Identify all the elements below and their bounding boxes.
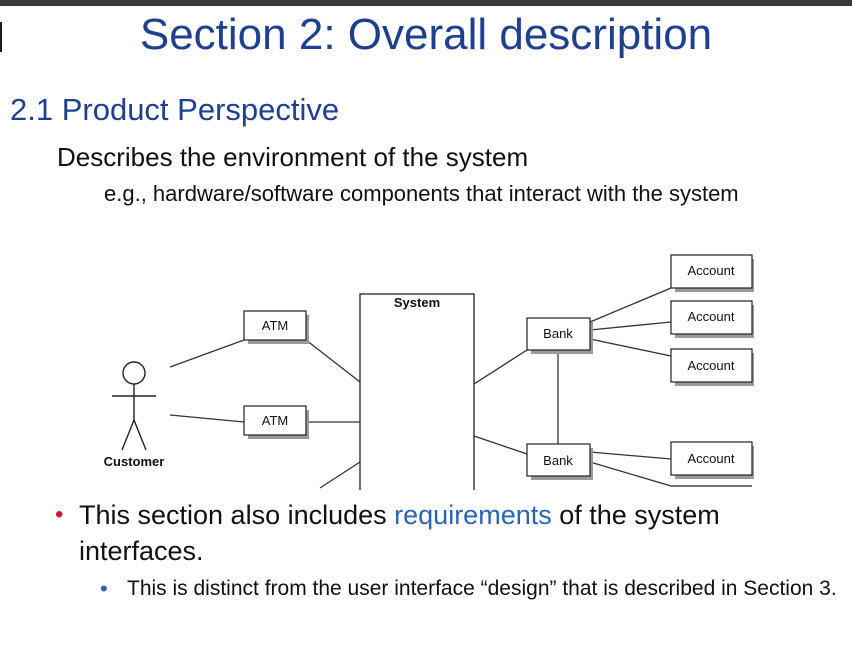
bullet-main-after: of the system interfaces.: [79, 500, 720, 566]
connector-lines: [169, 287, 672, 489]
atm-label: ATM: [262, 318, 288, 333]
example-text: e.g., hardware/software components that …: [104, 181, 739, 206]
bullet-sub-dot-icon: •: [100, 576, 108, 601]
bullet-sub-text: This is distinct from the user interface…: [127, 577, 837, 600]
requirements-highlight: requirements: [394, 500, 552, 530]
system-label: System: [394, 295, 440, 310]
account-box: [670, 254, 753, 289]
atm-box: [243, 310, 307, 341]
top-bar: [0, 0, 852, 6]
bank-label: Bank: [543, 453, 573, 468]
atm-box: [243, 405, 307, 436]
bullet-dot-icon: •: [55, 501, 64, 528]
customer-actor-icon: [112, 361, 156, 451]
bullet-main-text: This section also includes requirements …: [79, 497, 839, 569]
product-perspective-diagram: System ATM ATM Bank Bank Account Account…: [104, 254, 754, 490]
customer-label: Customer: [104, 454, 165, 469]
account-label: Account: [688, 309, 735, 324]
account-box: [670, 300, 753, 335]
account-label: Account: [688, 263, 735, 278]
account-box: [670, 441, 753, 476]
description-text: Describes the environment of the system: [57, 142, 529, 172]
bank-label: Bank: [543, 326, 573, 341]
atm-label: ATM: [262, 413, 288, 428]
left-edge-mark: [0, 22, 2, 52]
bullet-main-before: This section also includes: [79, 500, 395, 530]
slide-title: Section 2: Overall description: [139, 10, 713, 59]
section-heading: 2.1 Product Perspective: [10, 92, 340, 127]
bank-box: [526, 443, 591, 477]
account-label: Account: [688, 358, 735, 373]
account-box: [670, 348, 753, 383]
account-label: Account: [688, 451, 735, 466]
system-box: [359, 293, 475, 490]
bank-box: [526, 317, 591, 351]
